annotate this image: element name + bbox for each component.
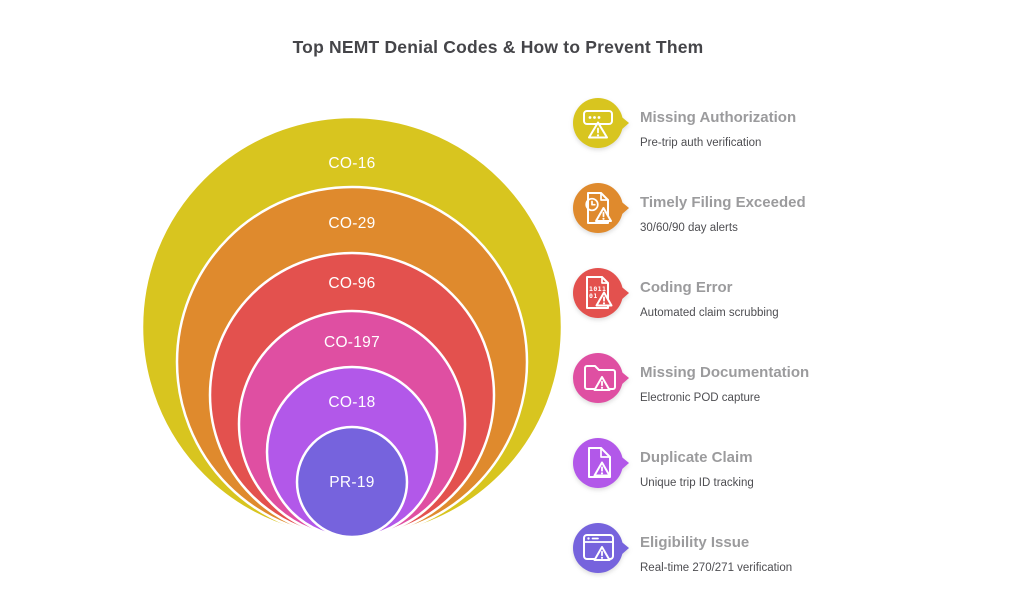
- ring-label-pr-19: PR-19: [329, 474, 374, 491]
- document-clock-warning-icon: [573, 183, 629, 233]
- legend-subtitle: Pre-trip auth verification: [640, 137, 762, 149]
- legend-title: Coding Error: [640, 279, 733, 296]
- legend-title: Duplicate Claim: [640, 449, 753, 466]
- legend-item-coding-error: 1011 01 Coding Error Automated claim scr…: [572, 266, 1012, 340]
- legend-subtitle: Unique trip ID tracking: [640, 477, 754, 489]
- legend-subtitle: 30/60/90 day alerts: [640, 222, 738, 234]
- legend-title: Timely Filing Exceeded: [640, 194, 806, 211]
- svg-text:01: 01: [589, 292, 598, 300]
- legend-title: Missing Documentation: [640, 364, 810, 381]
- browser-warning-icon: [573, 523, 629, 573]
- ring-label-co-197: CO-197: [324, 334, 380, 351]
- legend-item-missing-documentation: Missing Documentation Electronic POD cap…: [572, 351, 1012, 425]
- binary-code-warning-icon: 1011 01: [573, 268, 629, 318]
- ring-label-co-16: CO-16: [328, 155, 375, 172]
- ring-circle-pr-19: [295, 425, 409, 539]
- legend-subtitle: Electronic POD capture: [640, 392, 761, 404]
- legend-item-missing-authorization: Missing Authorization Pre-trip auth veri…: [572, 96, 1012, 170]
- legend-item-duplicate-claim: Duplicate Claim Unique trip ID tracking: [572, 436, 1012, 510]
- svg-text:1011: 1011: [589, 285, 606, 293]
- auth-code-warning-icon: [573, 98, 629, 148]
- ring-label-co-29: CO-29: [328, 215, 375, 232]
- legend-title: Eligibility Issue: [640, 534, 750, 551]
- legend-item-eligibility-issue: Eligibility Issue Real-time 270/271 veri…: [572, 521, 1012, 595]
- legend-subtitle: Automated claim scrubbing: [640, 307, 779, 319]
- page-title: Top NEMT Denial Codes & How to Prevent T…: [292, 37, 704, 57]
- ring-label-co-18: CO-18: [328, 394, 375, 411]
- legend-title: Missing Authorization: [640, 109, 797, 126]
- document-warning-icon: [573, 438, 629, 488]
- legend-item-timely-filing-exceeded: Timely Filing Exceeded 30/60/90 day aler…: [572, 181, 1012, 255]
- ring-label-co-96: CO-96: [328, 275, 375, 292]
- folder-warning-icon: [573, 353, 629, 403]
- legend-subtitle: Real-time 270/271 verification: [640, 562, 793, 574]
